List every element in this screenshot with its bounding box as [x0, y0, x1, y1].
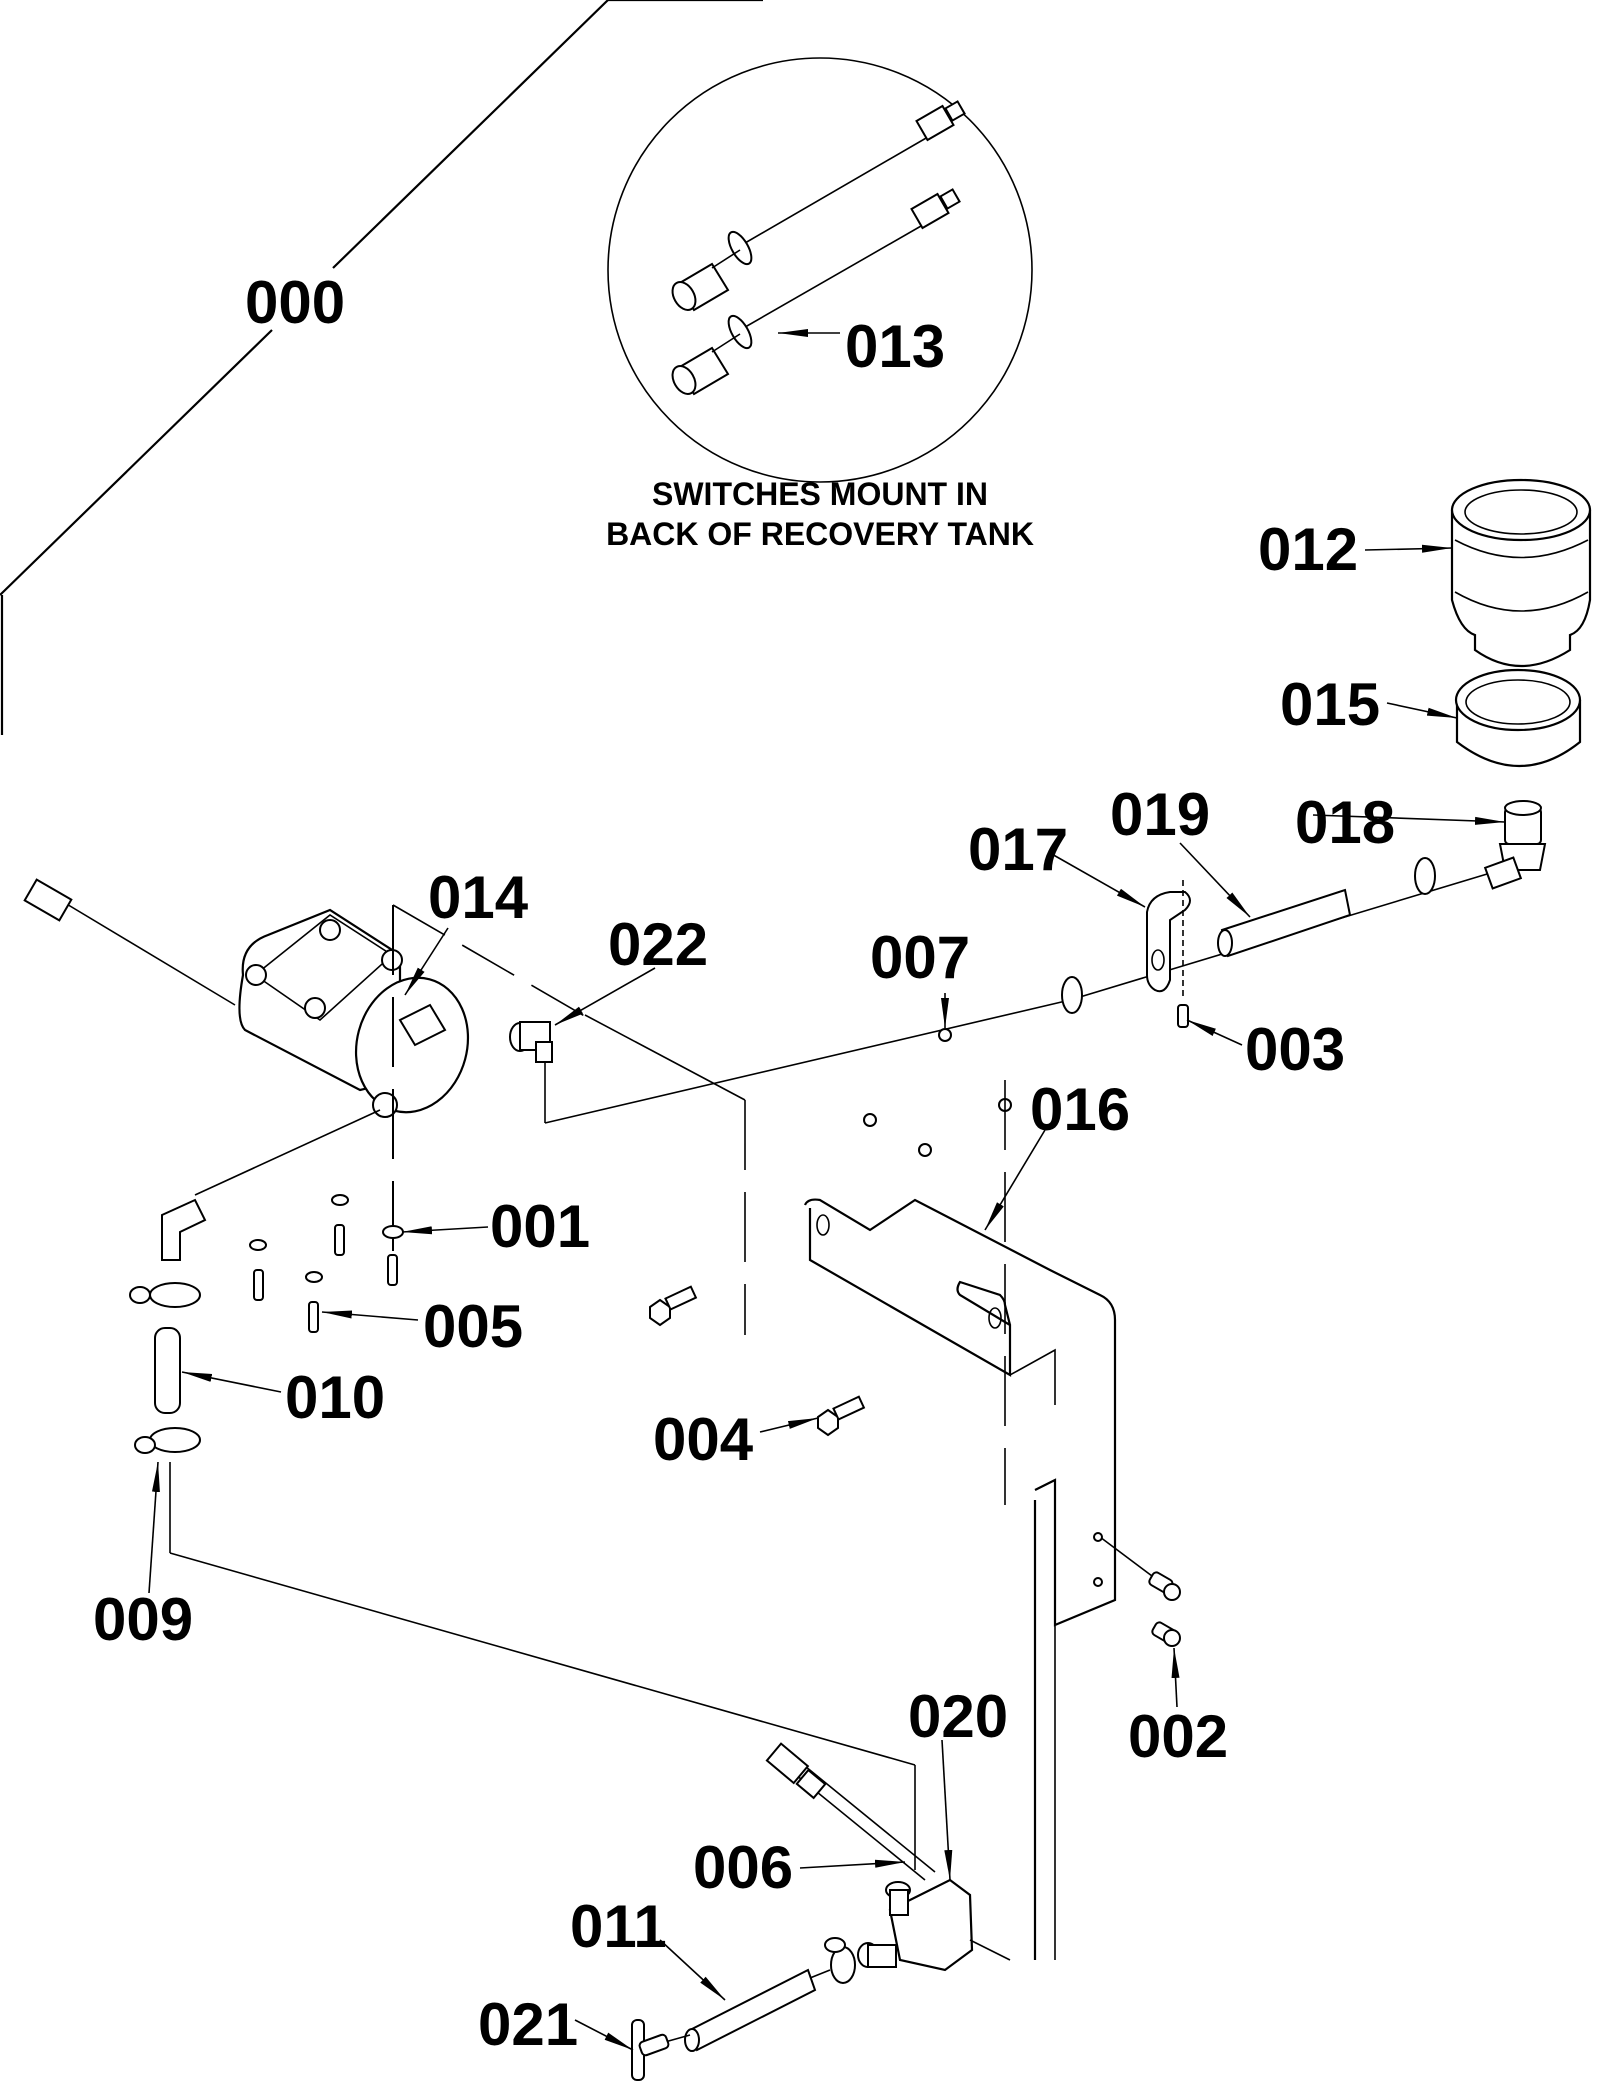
callout-005-leader [321, 1310, 419, 1321]
callout-000: 000 [245, 269, 345, 336]
washer-001 [382, 1225, 404, 1239]
callout-010: 010 [285, 1364, 385, 1431]
callout-015-leader [1386, 702, 1458, 719]
callout-004: 004 [653, 1406, 754, 1473]
hose-010 [154, 1327, 181, 1414]
callout-014: 014 [428, 864, 529, 931]
callout-007: 007 [870, 924, 970, 991]
hose-clamp-upper-left [1061, 976, 1083, 1014]
callout-020: 020 [908, 1683, 1008, 1750]
assembly-leader [0, 0, 763, 735]
nuts-007 [863, 1028, 1012, 1157]
callout-004-leader [759, 1417, 819, 1433]
callout-016-leader [984, 1129, 1046, 1231]
hose-bracket-017 [1146, 880, 1191, 1000]
callout-005: 005 [423, 1293, 523, 1360]
upper-hose-assembly [544, 800, 1547, 1124]
callout-017: 017 [968, 816, 1068, 883]
callout-010-leader [181, 1371, 282, 1393]
callout-011: 011 [570, 1893, 667, 1960]
callout-022: 022 [608, 911, 708, 978]
callout-012-leader [1364, 544, 1453, 553]
callout-012: 012 [1258, 516, 1358, 583]
hose-clamp-upper-right [1414, 857, 1436, 895]
callout-002: 002 [1128, 1703, 1228, 1770]
elbow-fitting-022 [509, 1014, 746, 1335]
pump-014 [23, 878, 601, 1285]
elbow-fitting-018 [1483, 800, 1547, 890]
hose-019 [1217, 888, 1352, 958]
filter-housing [1450, 478, 1592, 667]
callout-009: 009 [93, 1586, 193, 1653]
callout-009-leader [148, 1461, 160, 1594]
callout-021: 021 [478, 1991, 578, 2058]
callout-013: 013 [845, 313, 945, 380]
float-switch-lower [671, 188, 961, 396]
callout-018-leader [1312, 814, 1506, 825]
callout-022-leader [554, 967, 656, 1026]
callout-011-leader [659, 1939, 726, 2001]
detail-note-line1: SWITCHES MOUNT IN [652, 476, 988, 512]
filter-ring [1454, 668, 1582, 767]
callout-019: 019 [1110, 781, 1210, 848]
callout-021-leader [574, 2019, 634, 2051]
callout-006: 006 [693, 1834, 793, 1901]
callout-001: 001 [490, 1193, 590, 1260]
tee-fitting-021 [631, 2019, 670, 2081]
detail-note-line2: BACK OF RECOVERY TANK [606, 516, 1034, 552]
callout-019-leader [1179, 842, 1251, 918]
callout-018: 018 [1295, 789, 1395, 856]
screws-002 [1093, 1532, 1181, 1647]
callout-016: 016 [1030, 1076, 1130, 1143]
detail-circle-float-switches [607, 57, 1033, 483]
callout-014-leader [404, 927, 449, 996]
callout-001-leader [401, 1226, 489, 1235]
bolts-004 [649, 1285, 866, 1437]
callout-015: 015 [1280, 671, 1380, 738]
screw-003 [1177, 1004, 1189, 1028]
lower-hose-assembly [631, 1937, 856, 2081]
float-switch-upper [671, 100, 966, 312]
solenoid-valve-020 [765, 1742, 1011, 1972]
callout-003-leader [1186, 1019, 1243, 1046]
left-hose-assembly [129, 1198, 916, 1870]
mounting-bracket-016 [803, 1080, 1117, 1960]
callout-003: 003 [1245, 1016, 1345, 1083]
callout-020-leader [941, 1739, 953, 1881]
screws-and-washers [249, 1194, 404, 1333]
callout-002-leader [1171, 1647, 1180, 1708]
callout-017-leader [1049, 852, 1146, 908]
callout-006-leader [799, 1859, 906, 1869]
